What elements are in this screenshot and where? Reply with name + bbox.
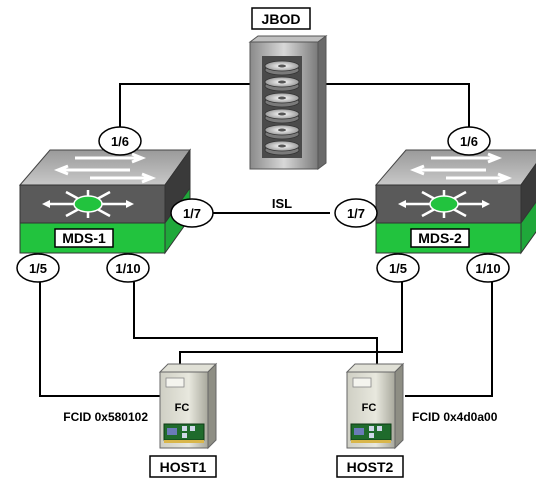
port-label: 1/10 (115, 261, 140, 276)
link-mds2-host1 (179, 282, 403, 366)
port-label: 1/10 (475, 261, 500, 276)
host-2: FC HOST2 (336, 362, 405, 478)
port-badge (16, 253, 60, 283)
mds-switch-icon (18, 148, 191, 255)
port-left-2: 1/5 (376, 253, 420, 283)
host-1: FC HOST1 (149, 362, 218, 478)
port-label: 1/5 (389, 261, 407, 276)
link-mds2-host2 (405, 282, 493, 397)
link-jbod-mds2 (316, 83, 470, 133)
host-label: HOST1 (160, 459, 207, 475)
host-label: HOST2 (347, 459, 394, 475)
host1-fcid: FCID 0x580102 (63, 410, 148, 424)
disk-platter-icon (264, 92, 300, 108)
disk-array-icon (248, 35, 328, 170)
link-mds1-host1 (39, 272, 160, 397)
disk-platter-icon (264, 140, 300, 156)
port-badge (106, 253, 150, 283)
disk-platter-icon (264, 124, 300, 140)
port-label: 1/5 (29, 261, 47, 276)
switch-label-box (410, 228, 470, 248)
isl-label: ISL (272, 196, 292, 211)
disk-platter-icon (264, 60, 300, 76)
port-badge (466, 253, 510, 283)
mds-switch-1: MDS-1 1/6 1/7 1/5 1/10 (16, 126, 214, 283)
connection-lines (39, 83, 493, 397)
port-badge (447, 126, 491, 156)
disk-platter-icon (264, 108, 300, 124)
jbod-label: JBOD (262, 11, 301, 27)
port-left-1: 1/5 (16, 253, 60, 283)
port-badge (376, 253, 420, 283)
port-badge (170, 198, 214, 228)
jbod-storage: JBOD (248, 7, 328, 170)
switch-label-box (54, 228, 114, 248)
mds-switch-icon (374, 149, 536, 255)
host2-fcid: FCID 0x4d0a00 (412, 410, 498, 424)
fc-card-label: FC (362, 402, 377, 414)
switch-label: MDS-2 (418, 230, 462, 246)
host-label-box (149, 455, 217, 478)
mds-switch-2: MDS-2 1/6 1/7 1/5 1/10 (334, 126, 536, 283)
port-label: 1/7 (183, 206, 201, 221)
port-top-1: 1/6 (98, 126, 142, 156)
port-top-2: 1/6 (447, 126, 491, 156)
fc-card-label: FC (175, 402, 190, 414)
port-badge (98, 126, 142, 156)
disk-platter-icon (264, 76, 300, 92)
host-label-box (336, 455, 404, 478)
port-isl-2: 1/7 (334, 198, 378, 228)
port-right-1: 1/10 (106, 253, 150, 283)
port-label: 1/7 (347, 206, 365, 221)
link-mds1-host2 (133, 282, 378, 366)
jbod-label-box (251, 7, 311, 30)
port-label: 1/6 (111, 134, 129, 149)
port-isl-1: 1/7 (170, 198, 214, 228)
fc-hba-card-icon (163, 423, 205, 443)
link-jbod-mds1 (119, 83, 254, 133)
port-label: 1/6 (460, 134, 478, 149)
port-right-2: 1/10 (466, 253, 510, 283)
fc-hba-card-icon (350, 423, 392, 443)
port-badge (334, 198, 378, 228)
switch-label: MDS-1 (62, 230, 106, 246)
